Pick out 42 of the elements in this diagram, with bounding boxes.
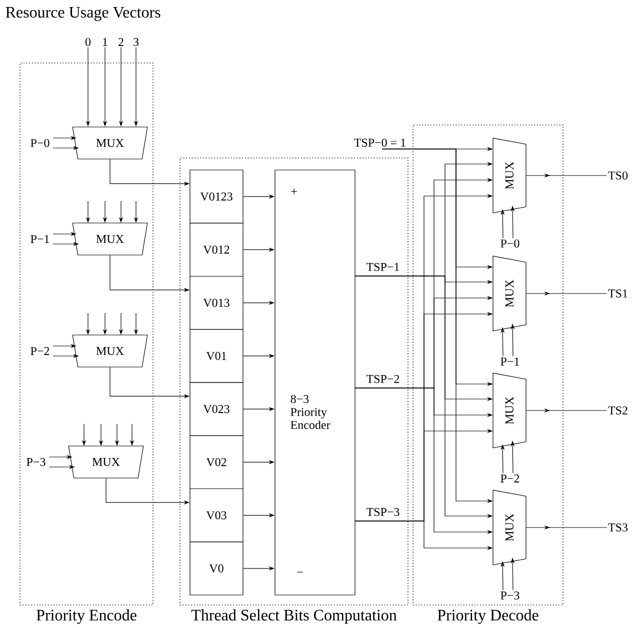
input-label: 0 [85, 38, 91, 46]
output-label: TS0 [608, 171, 628, 180]
signal-label: TSP−0 = 1 [354, 138, 406, 147]
edge-label: TSP−2 [366, 374, 400, 384]
select-label: P−3 [26, 458, 46, 466]
mux-trapezoid: MUX [72, 334, 148, 368]
mux-trapezoid: MUX [72, 222, 148, 256]
vector-cell: V02 [190, 435, 244, 490]
vector-cell: V01 [190, 329, 244, 383]
select-label: P−0 [30, 138, 50, 148]
edge-label: TSP−1 [366, 262, 400, 272]
select-label: P−3 [500, 591, 520, 600]
mux-trapezoid: MUX [492, 138, 526, 214]
output-label: TS1 [608, 289, 628, 298]
select-label: P−0 [500, 239, 520, 248]
vector-cell: V0 [190, 542, 244, 596]
vector-cell: V0123 [190, 170, 244, 224]
vector-cell: V023 [190, 382, 244, 436]
mux-trapezoid: MUX [492, 256, 526, 332]
input-label: 3 [134, 38, 139, 46]
section-caption: Priority Decode [438, 609, 538, 624]
select-label: P−1 [500, 358, 519, 366]
input-label: 1 [103, 38, 108, 46]
encoder-label: 8−3 Priority Encoder [290, 394, 330, 430]
output-label: TS3 [608, 523, 628, 532]
mux-trapezoid: MUX [492, 372, 526, 448]
select-label: P−2 [500, 474, 520, 482]
mux-trapezoid: MUX [492, 490, 526, 566]
output-label: TS2 [608, 406, 628, 415]
mux-trapezoid: MUX [72, 126, 148, 160]
input-label: 2 [118, 38, 124, 46]
select-label: P−2 [30, 347, 50, 355]
vector-cell: V012 [190, 222, 244, 277]
vector-cell: V03 [190, 488, 244, 542]
mux-trapezoid: MUX [68, 446, 144, 478]
plus-sign: + [291, 188, 297, 194]
section-caption: Thread Select Bits Computation [191, 609, 397, 624]
vector-cell: V013 [190, 276, 244, 330]
edge-label: TSP−3 [366, 507, 400, 517]
select-label: P−1 [30, 235, 49, 243]
title: Resource Usage Vectors [6, 7, 160, 21]
section-caption: Priority Encode [36, 609, 136, 624]
